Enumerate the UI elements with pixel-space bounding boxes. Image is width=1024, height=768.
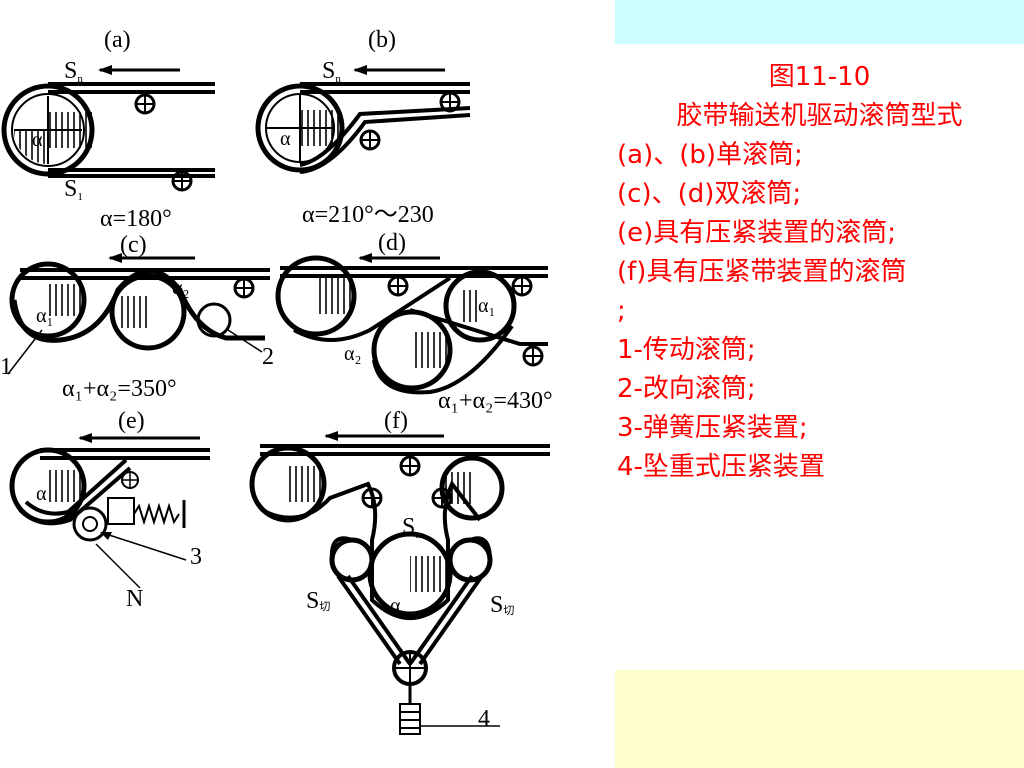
caption-line: 4-坠重式压紧装置 bbox=[617, 452, 825, 482]
panel-b-angle: α=210°～230 bbox=[302, 202, 434, 228]
caption-line: 1-传动滚筒; bbox=[617, 335, 756, 365]
panel-f-label: (f) bbox=[384, 408, 408, 434]
caption-line: 3-弹簧压紧装置; bbox=[617, 413, 808, 443]
panel-c-alpha2: α₂ bbox=[172, 277, 189, 299]
panel-a-alpha: α bbox=[32, 129, 43, 151]
panel-c-angle: α₁+α₂=350° bbox=[62, 376, 177, 402]
panel-c: (c) α₂ α₁ 1 2 α₁+α₂=350° bbox=[0, 232, 274, 402]
panel-a-tension-top: Sn bbox=[64, 58, 83, 85]
panel-b-label: (b) bbox=[368, 27, 396, 53]
callout-3: 3 bbox=[190, 544, 202, 570]
callout-2: 2 bbox=[262, 344, 274, 370]
panel-d-angle: α₁+α₂=430° bbox=[438, 388, 553, 414]
panel-e-alpha: α bbox=[36, 483, 47, 505]
panel-d: (d) α₁ α₂ α₁+α₂=430° bbox=[275, 230, 553, 414]
panel-e-label: (e) bbox=[118, 408, 145, 434]
caption-line: 2-改向滚筒; bbox=[617, 374, 756, 404]
top-color-band bbox=[615, 0, 1024, 44]
panel-c-label: (c) bbox=[120, 232, 147, 258]
panel-e-force: N bbox=[126, 586, 143, 612]
panel-b-alpha: α bbox=[280, 128, 291, 150]
panel-f-tension: Sn bbox=[402, 514, 421, 541]
callout-1: 1 bbox=[0, 354, 12, 380]
callout-4: 4 bbox=[478, 706, 490, 732]
caption-subtitle: 胶带输送机驱动滚筒型式 bbox=[676, 101, 963, 131]
panel-b: (b) Sn α α=210°～230 bbox=[255, 27, 471, 228]
bottom-color-band bbox=[615, 670, 1024, 768]
panel-a-tension-bottom: S1 bbox=[64, 176, 83, 203]
panel-d-alpha2: α₂ bbox=[344, 343, 361, 365]
panel-d-alpha1: α₁ bbox=[478, 295, 495, 317]
caption-line: (a)、(b)单滚筒; bbox=[617, 140, 803, 170]
panel-d-label: (d) bbox=[378, 230, 406, 256]
panel-e: (e) α 3 N bbox=[9, 408, 210, 612]
caption-line: (f)具有压紧带装置的滚筒 bbox=[617, 257, 907, 287]
caption-line: ; bbox=[617, 296, 626, 326]
panel-f-tangent-right: S切 bbox=[490, 592, 514, 618]
panel-f-alpha: α bbox=[390, 595, 401, 617]
panel-b-tension-top: Sn bbox=[322, 58, 341, 85]
figure-caption: 图11-10 胶带输送机驱动滚筒型式 (a)、(b)单滚筒; (c)、(d)双滚… bbox=[617, 58, 1022, 487]
panel-a-label: (a) bbox=[104, 27, 131, 53]
caption-line: (c)、(d)双滚筒; bbox=[617, 179, 802, 209]
caption-line: (e)具有压紧装置的滚筒; bbox=[617, 218, 897, 248]
caption-title: 图11-10 bbox=[768, 62, 871, 92]
panel-a-angle: α=180° bbox=[100, 206, 172, 232]
panel-f: (f) Sn α S切 S切 4 bbox=[249, 408, 550, 735]
panel-f-tangent-left: S切 bbox=[306, 588, 330, 614]
panel-a: (a) Sn α S1 α=180° bbox=[1, 27, 215, 232]
panel-c-alpha1: α₁ bbox=[36, 305, 53, 327]
drum-diagram: (a) Sn α S1 α=180° (b) Sn α α=210°～230 bbox=[0, 27, 553, 735]
